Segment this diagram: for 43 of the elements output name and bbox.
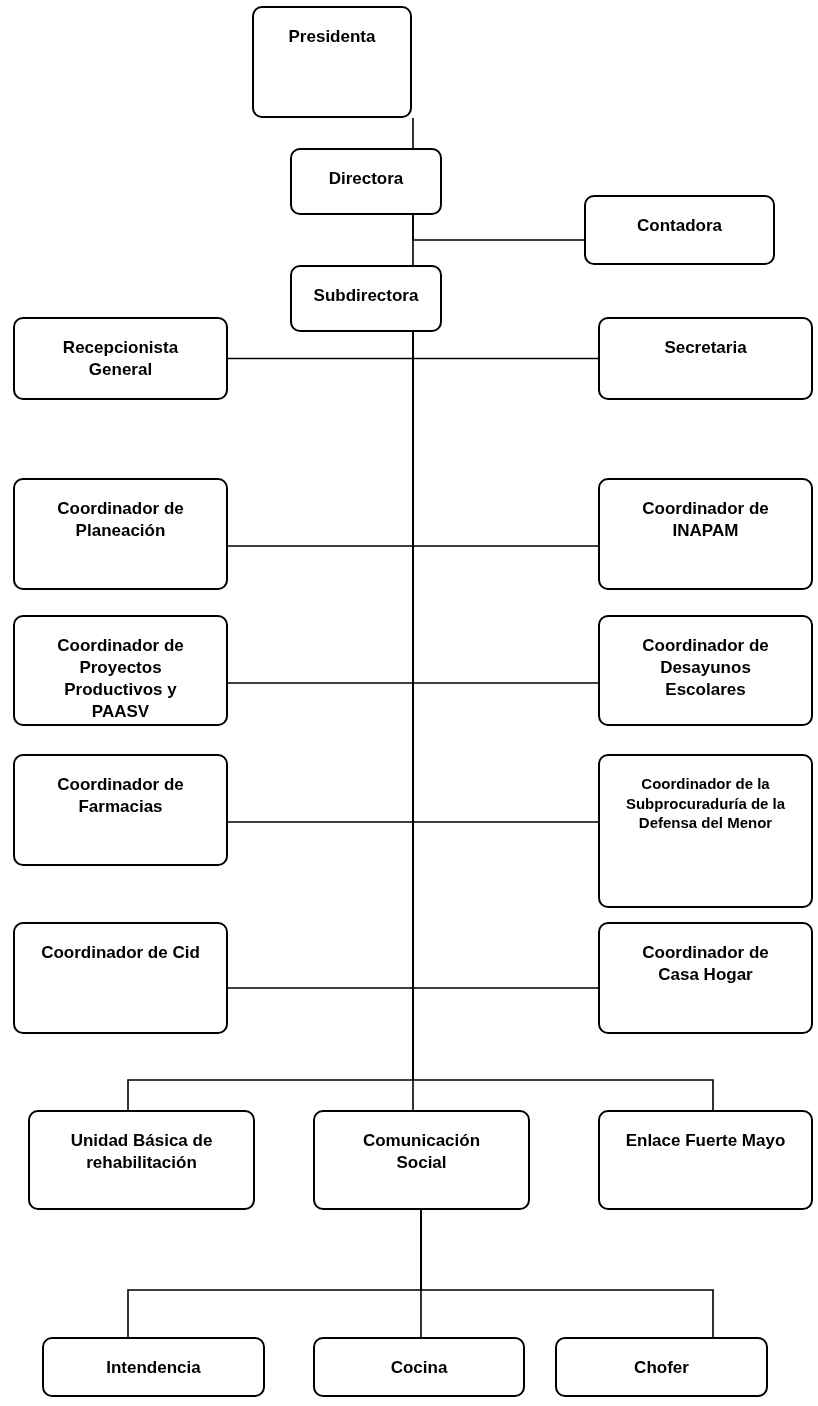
- org-box: [13, 754, 228, 866]
- role-title: Coordinador de la Subprocuraduría de la Defensa del Menor: [624, 774, 787, 833]
- connector-line: [412, 214, 414, 266]
- role-title: Presidenta: [288, 26, 376, 48]
- role-title: Unidad Básica de rehabilitación: [69, 1130, 214, 1175]
- role-title: Directora: [328, 168, 404, 190]
- org-box: [598, 1110, 813, 1210]
- org-box: [13, 922, 228, 1034]
- org-box: [598, 615, 813, 726]
- org-box: [313, 1110, 530, 1210]
- role-title: Enlace Fuerte Mayo: [625, 1130, 786, 1152]
- org-box: [555, 1337, 768, 1397]
- role-title: Recepcionista General: [61, 337, 180, 382]
- role-title: Intendencia: [106, 1357, 201, 1379]
- role-title: Coordinador de Casa Hogar: [641, 942, 770, 987]
- role-title: Contadora: [637, 215, 722, 237]
- role-title: Coordinador de Cid: [41, 942, 200, 964]
- org-box: [598, 478, 813, 590]
- org-box: [13, 615, 228, 726]
- role-title: Cocina: [390, 1357, 448, 1379]
- org-box: [28, 1110, 255, 1210]
- connector-line: [412, 117, 414, 149]
- org-box: [598, 754, 813, 908]
- org-box: [584, 195, 775, 265]
- role-title: Coordinador de INAPAM: [641, 498, 770, 543]
- role-title: Coordinador de Planeación: [56, 498, 185, 543]
- org-box: [13, 317, 228, 400]
- role-title: Coordinador de Proyectos Productivos y PAASV: [56, 635, 185, 724]
- org-box: [598, 317, 813, 400]
- role-title: Coordinador de Farmacias: [56, 774, 185, 819]
- org-box: [290, 265, 442, 332]
- org-box: [252, 6, 412, 118]
- org-box: [13, 478, 228, 590]
- org-box: [313, 1337, 525, 1397]
- role-title: Chofer: [634, 1357, 689, 1379]
- role-title: Secretaria: [664, 337, 747, 359]
- org-box: [290, 148, 442, 215]
- role-title: Comunicación Social: [361, 1130, 482, 1175]
- role-title: Subdirectora: [313, 285, 419, 307]
- org-box: [42, 1337, 265, 1397]
- role-title: Coordinador de Desayunos Escolares: [641, 635, 770, 702]
- connector-line: [420, 1209, 714, 1338]
- org-box: [598, 922, 813, 1034]
